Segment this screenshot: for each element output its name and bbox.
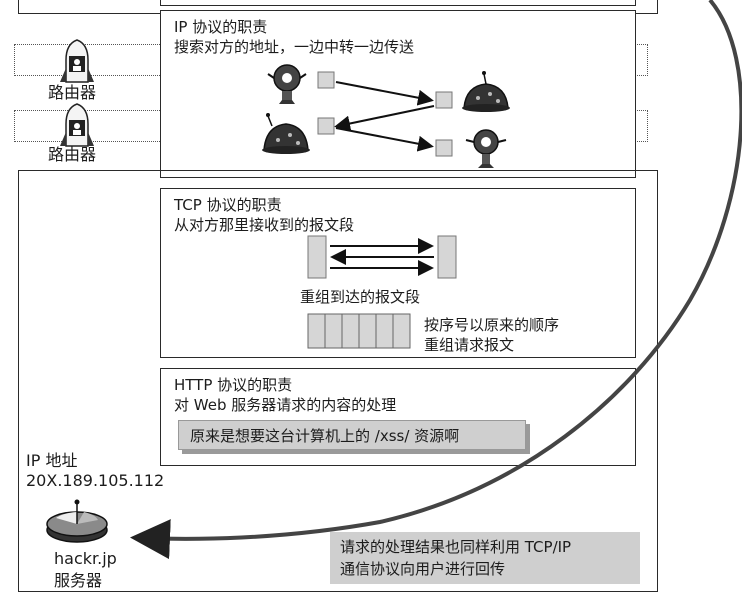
result-note-line: 通信协议向用户进行回传: [340, 560, 506, 578]
ip-section-subtitle: 搜索对方的地址，一边中转一边传送: [174, 38, 415, 56]
server-host: hackr.jp: [54, 549, 117, 568]
packet: [317, 117, 335, 135]
robot-icon: [465, 129, 507, 168]
top-inner-box-edge: [160, 0, 636, 6]
reassembled-segments: [307, 313, 411, 349]
packet: [435, 91, 453, 109]
router-label: 路由器: [48, 83, 97, 102]
packet: [317, 71, 335, 89]
tcp-order-note: 重组请求报文: [424, 336, 515, 354]
robot-icon: [267, 64, 307, 104]
ip-section-title: IP 协议的职责: [174, 18, 268, 36]
segment-block: [437, 235, 457, 279]
segment-block: [307, 235, 327, 279]
dome-robot-icon: [262, 113, 310, 154]
tcp-order-note: 按序号以原来的顺序: [424, 316, 560, 334]
packet: [435, 139, 453, 157]
server-name: 服务器: [54, 571, 103, 590]
tcp-reassemble-label: 重组到达的报文段: [300, 288, 421, 306]
router-icon: [60, 103, 94, 147]
server-ip-label: IP 地址: [26, 451, 78, 470]
dome-robot-icon: [462, 71, 510, 112]
server-ip-value: 20X.189.105.112: [26, 471, 165, 490]
http-highlight-text: 原来是想要这台计算机上的 /xss/ 资源啊: [190, 427, 460, 445]
result-note-line: 请求的处理结果也同样利用 TCP/IP: [340, 538, 572, 556]
result-note-box: [330, 532, 640, 584]
server-box: [18, 170, 658, 592]
tcp-section-title: TCP 协议的职责: [174, 196, 282, 214]
router-icon: [60, 39, 94, 83]
http-section-subtitle: 对 Web 服务器请求的内容的处理: [174, 396, 397, 414]
http-section-title: HTTP 协议的职责: [174, 376, 293, 394]
tcp-section-subtitle: 从对方那里接收到的报文段: [174, 216, 355, 234]
server-icon: [46, 499, 108, 543]
router-label: 路由器: [48, 145, 97, 164]
http-highlight: [178, 420, 526, 450]
